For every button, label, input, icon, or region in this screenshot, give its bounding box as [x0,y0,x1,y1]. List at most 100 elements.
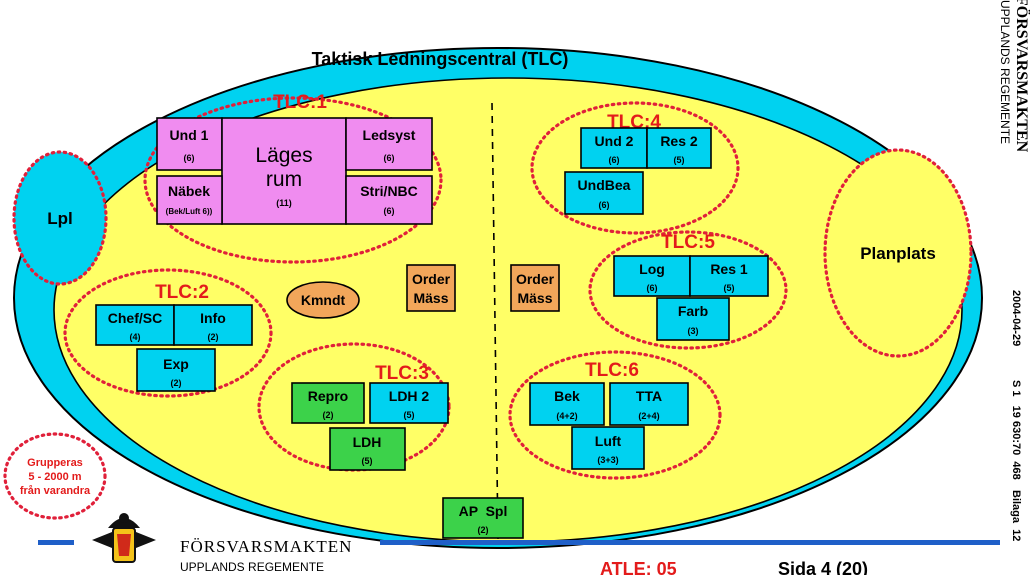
footer-regiment: UPPLANDS REGEMENTE [180,560,324,574]
tlc6-label: TLC:6 [585,360,639,381]
unit-tta: TTA (2+4) [609,382,689,426]
lpl-label: Lpl [47,209,73,228]
planplats-label: Planplats [860,244,936,263]
unit-undbea: UndBea (6) [564,171,644,215]
tlc1-group [143,96,443,264]
svg-text:(6): (6) [609,155,620,165]
unit-exp: Exp (2) [136,348,216,392]
svg-text:Res 2: Res 2 [660,133,698,149]
svg-text:Info: Info [200,310,226,326]
svg-text:från varandra: från varandra [20,485,91,497]
unit-res2: Res 2 (5) [646,127,712,169]
svg-text:AP Spl: AP Spl [459,503,508,519]
svg-text:(6): (6) [384,153,395,163]
svg-text:(6): (6) [384,206,395,216]
unit-nabek: Näbek (Bek/Luft 6)) [156,175,223,225]
svg-text:5 - 2000 m: 5 - 2000 m [28,471,81,483]
svg-text:(11): (11) [276,198,292,208]
svg-text:(4+2): (4+2) [556,411,577,421]
unit-chef-sc: Chef/SC (4) [95,304,175,346]
svg-text:Grupperas: Grupperas [27,457,83,469]
svg-text:Order: Order [516,271,555,287]
svg-text:Res 1: Res 1 [710,261,748,277]
diagram-title: Taktisk Ledningscentral (TLC) [312,49,569,69]
svg-text:Kmndt: Kmndt [301,292,346,308]
svg-text:(5): (5) [404,410,415,420]
unit-und2: Und 2 (6) [580,127,648,169]
svg-text:(2): (2) [171,378,182,388]
svg-text:Läges: Läges [255,144,312,167]
svg-text:Bek: Bek [554,388,580,404]
svg-text:Stri/NBC: Stri/NBC [360,183,418,199]
unit-und1: Und 1 (6) [156,117,223,171]
kmndt: Kmndt [286,281,360,319]
unit-repro: Repro (2) [291,382,365,424]
svg-text:Und 1: Und 1 [170,127,209,143]
unit-bek: Bek (4+2) [529,382,605,426]
unit-ldh: LDH (5) [329,427,406,471]
order-mass-right: Order Mäss [510,264,560,312]
svg-text:Mäss: Mäss [517,290,552,306]
sidebar-ref: S 1 19 630:70 468 [1010,380,1022,480]
tlc2-group [63,268,273,398]
svg-text:Näbek: Näbek [168,183,210,199]
svg-text:(3): (3) [688,326,699,336]
tlc5-group [588,230,788,350]
unit-info: Info (2) [173,304,253,346]
svg-text:(6): (6) [647,283,658,293]
unit-ledsyst: Ledsyst (6) [345,117,433,171]
svg-text:Ledsyst: Ledsyst [363,127,416,143]
unit-ap-spl: AP Spl (2) [442,497,524,539]
footer-page: Sida 4 (20) [778,559,868,575]
svg-text:(2): (2) [208,332,219,342]
svg-text:(5): (5) [724,283,735,293]
unit-log: Log (6) [613,255,691,297]
divider-line [491,102,499,541]
svg-text:(5): (5) [674,155,685,165]
svg-text:(5): (5) [362,456,373,466]
svg-text:(2): (2) [323,410,334,420]
tlc6-group [508,350,722,480]
sidebar-regiment: UPPLANDS REGEMENTE [998,0,1012,145]
svg-text:Order: Order [412,271,451,287]
tlc2-label: TLC:2 [155,282,209,303]
tlc4-group [530,101,740,235]
svg-text:Luft: Luft [595,433,622,449]
svg-text:(6): (6) [599,200,610,210]
svg-text:(2+4): (2+4) [638,411,659,421]
tlc5-label: TLC:5 [661,232,715,253]
grouping-note: Grupperas 5 - 2000 m från varandra [3,432,107,520]
svg-text:LDH 2: LDH 2 [389,388,430,404]
svg-text:Chef/SC: Chef/SC [108,310,162,326]
svg-text:(3+3): (3+3) [597,455,618,465]
svg-text:(2): (2) [478,525,489,535]
svg-text:(Bek/Luft 6)): (Bek/Luft 6)) [166,207,213,216]
svg-text:LDH: LDH [353,434,382,450]
tlc1-label: TLC:1 [273,92,327,113]
unit-res1: Res 1 (5) [689,255,769,297]
svg-text:Mäss: Mäss [413,290,448,306]
svg-text:rum: rum [266,168,302,191]
unit-ldh2: LDH 2 (5) [369,382,449,424]
crest-logo [92,513,156,563]
svg-text:Farb: Farb [678,303,708,319]
lpl-area [12,150,108,286]
svg-text:Exp: Exp [163,356,189,372]
sidebar-org: FÖRSVARSMAKTEN [1013,0,1030,153]
unit-luft: Luft (3+3) [571,426,645,470]
tlc3-label: TLC:3 [375,363,429,384]
svg-text:Log: Log [639,261,665,277]
svg-text:UndBea: UndBea [578,177,631,193]
svg-text:Und 2: Und 2 [595,133,634,149]
sidebar-date: 2004-04-29 [1010,290,1022,347]
footer-atle: ATLE: 05 [600,559,677,575]
footer-rule [38,540,1000,545]
unit-farb: Farb (3) [656,297,730,341]
svg-text:TTA: TTA [636,388,662,404]
planplats-area [823,148,973,358]
svg-text:(6): (6) [184,153,195,163]
sidebar-appendix: Bilaga 12 [1010,490,1022,542]
svg-text:Repro: Repro [308,388,348,404]
order-mass-left: Order Mäss [406,264,456,312]
